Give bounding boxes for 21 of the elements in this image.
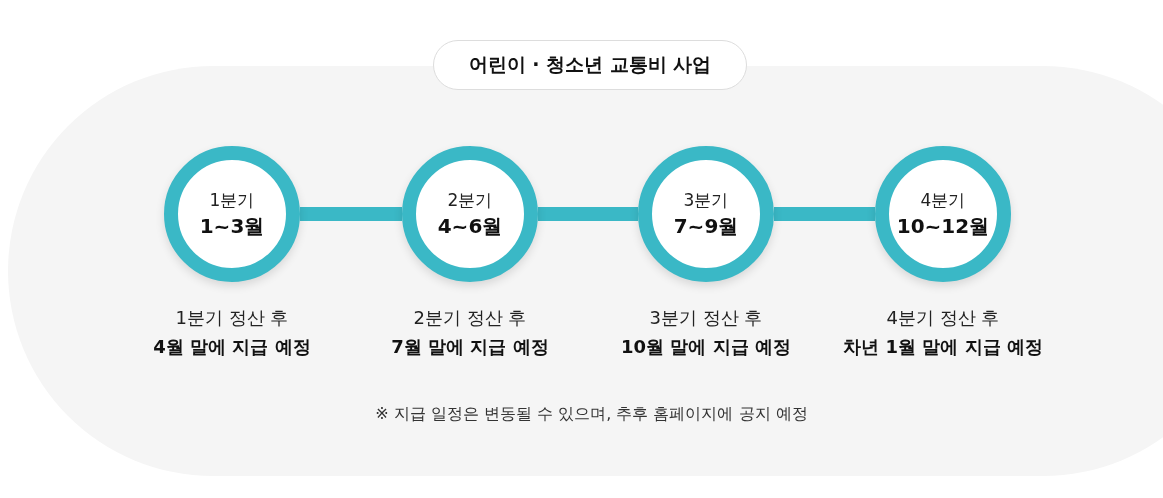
connector-bar [300, 207, 402, 221]
quarter-label: 1분기 [209, 189, 255, 212]
settlement-text: 2분기 정산 후 [412, 306, 528, 330]
title-pill: 어린이 · 청소년 교통비 사업 [433, 40, 747, 90]
month-range: 10~12월 [896, 213, 990, 240]
quarter-label: 4분기 [920, 189, 966, 212]
month-range: 4~6월 [437, 213, 503, 240]
payment-date-text: 차년 1월 말에 지급 예정 [842, 335, 1044, 359]
month-range: 1~3월 [199, 213, 265, 240]
month-range: 7~9월 [673, 213, 739, 240]
payment-date-text: 4월 말에 지급 예정 [152, 335, 312, 359]
payment-date-text: 7월 말에 지급 예정 [390, 335, 550, 359]
connector-bar [774, 207, 875, 221]
note-text: ※ 지급 일정은 변동될 수 있으며, 추후 홈페이지에 공지 예정 [374, 404, 809, 425]
quarter-label: 3분기 [683, 189, 729, 212]
settlement-text: 1분기 정산 후 [174, 306, 290, 330]
connector-bar [538, 207, 638, 221]
quarter-label: 2분기 [447, 189, 493, 212]
settlement-text: 4분기 정산 후 [885, 306, 1001, 330]
payment-date-text: 10월 말에 지급 예정 [620, 335, 792, 359]
settlement-text: 3분기 정산 후 [648, 306, 764, 330]
